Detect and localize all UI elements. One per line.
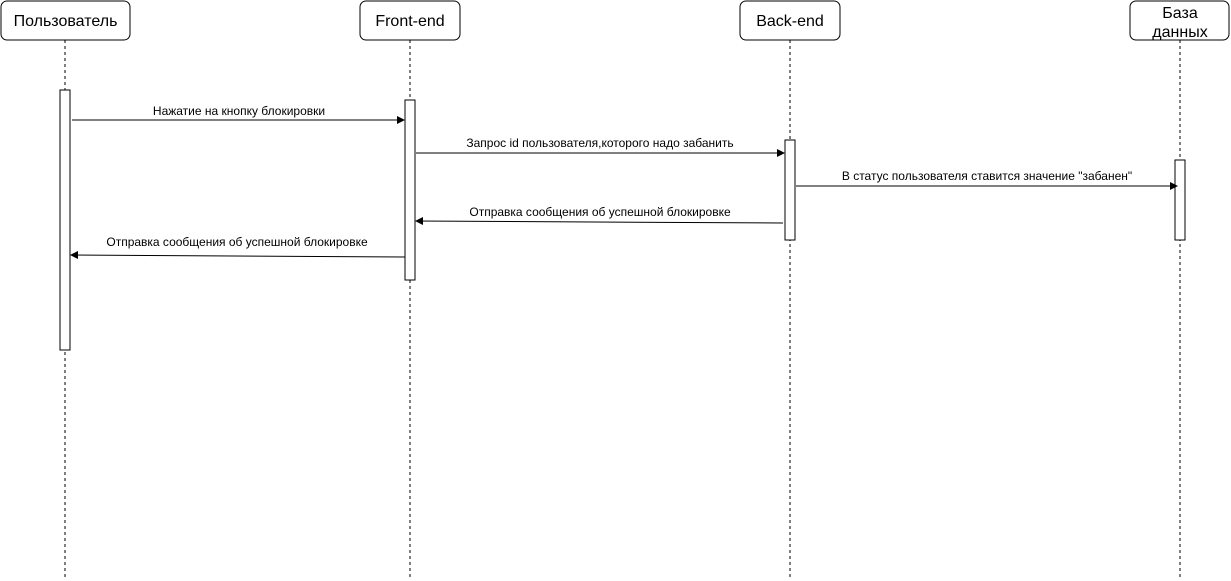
participant-user-label: Пользователь xyxy=(14,13,118,30)
activation-db xyxy=(1174,159,1186,241)
message-1[interactable]: Нажатие на кнопку блокировки xyxy=(72,104,405,124)
message-4[interactable]: Отправка сообщения об успешной блокировк… xyxy=(415,205,784,226)
participant-backend[interactable]: Back-end xyxy=(739,0,841,41)
message-2-label: Запрос id пользователя,которого надо заб… xyxy=(466,136,733,150)
participant-frontend[interactable]: Front-end xyxy=(359,0,461,41)
message-3-label: В статус пользователя ставится значение … xyxy=(842,169,1132,183)
message-5[interactable]: Отправка сообщения об успешной блокировк… xyxy=(70,235,406,260)
activation-frontend xyxy=(404,99,416,281)
participant-backend-label: Back-end xyxy=(756,13,824,30)
participant-db[interactable]: База данных xyxy=(1129,0,1230,41)
message-4-label: Отправка сообщения об успешной блокировк… xyxy=(469,205,731,219)
message-5-label: Отправка сообщения об успешной блокировк… xyxy=(106,235,368,249)
message-1-label: Нажатие на кнопку блокировки xyxy=(153,104,325,118)
participant-db-label-line1: База xyxy=(1162,5,1198,22)
activation-backend xyxy=(784,139,796,241)
message-2[interactable]: Запрос id пользователя,которого надо заб… xyxy=(416,136,785,157)
participant-frontend-label: Front-end xyxy=(375,13,444,30)
activation-user xyxy=(59,89,71,351)
participant-db-label-line2: данных xyxy=(1152,24,1207,41)
message-3[interactable]: В статус пользователя ставится значение … xyxy=(796,169,1178,190)
participant-user[interactable]: Пользователь xyxy=(0,0,131,41)
